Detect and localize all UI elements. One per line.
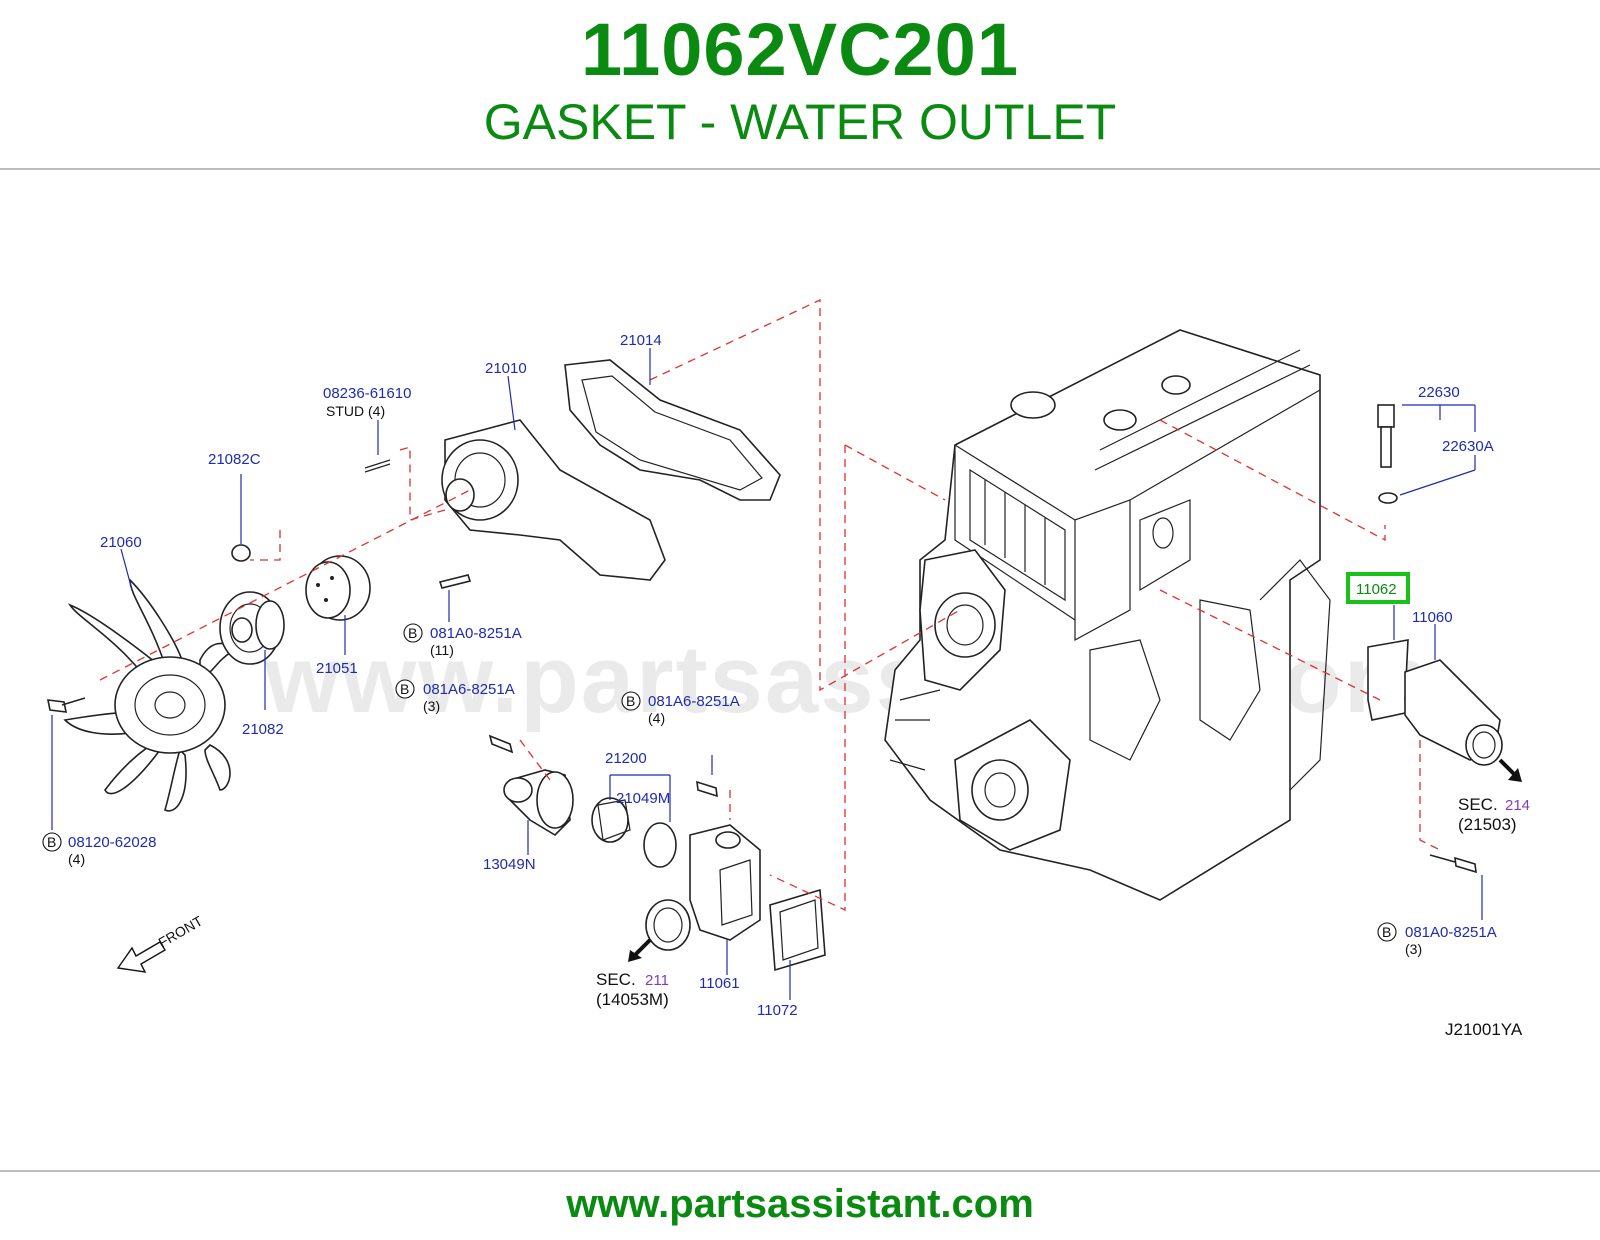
label-21049m[interactable]: 21049M — [616, 790, 670, 807]
label-21082c[interactable]: 21082C — [208, 451, 261, 468]
cooling-fan-drawing — [63, 578, 237, 812]
engine-block-drawing — [884, 329, 1331, 901]
water-outlet-rear-drawing — [1404, 659, 1503, 766]
pump-gasket-drawing — [564, 359, 781, 501]
water-pump-drawing — [441, 419, 666, 581]
bolt-081a0-drawing — [438, 574, 472, 589]
label-qty-4b: (4) — [68, 851, 85, 867]
label-21010[interactable]: 21010 — [485, 360, 527, 377]
footer-url[interactable]: www.partsassistant.com — [566, 1182, 1034, 1226]
water-outlet-gasket-drawing — [1367, 639, 1412, 721]
pump-gasket-inner — [581, 375, 763, 491]
page-header: 11062VC201 GASKET - WATER OUTLET — [0, 0, 1600, 168]
water-inlet-drawing — [503, 769, 574, 837]
label-21051[interactable]: 21051 — [316, 660, 358, 677]
b-circle-4 — [42, 832, 62, 852]
part-name-subtitle: GASKET - WATER OUTLET — [483, 94, 1117, 150]
label-081a6-8251a-4[interactable]: 081A6-8251A — [648, 693, 740, 710]
footer-divider — [0, 1170, 1600, 1172]
label-22630[interactable]: 22630 — [1418, 384, 1460, 401]
thermostat-seal-drawing — [643, 822, 677, 868]
label-11072[interactable]: 11072 — [757, 1002, 798, 1019]
fan-clutch-drawing — [219, 591, 285, 665]
arrow-sec211-head — [628, 950, 642, 962]
label-08120-62028[interactable]: 08120-62028 — [68, 834, 156, 851]
label-22630a[interactable]: 22630A — [1442, 438, 1494, 455]
label-21082[interactable]: 21082 — [242, 721, 284, 738]
leader-lines — [51, 348, 1483, 1000]
arrow-sec211 — [633, 938, 652, 957]
b-circle-3 — [621, 691, 641, 711]
nut-21082c-drawing — [231, 544, 251, 562]
label-11061[interactable]: 11061 — [699, 975, 740, 992]
bolt-081a6-4-drawing — [696, 780, 718, 798]
label-sec-211-prefix: SEC. — [596, 970, 636, 989]
b-marker-5: B — [1382, 924, 1391, 940]
label-11062-highlighted[interactable]: 11062 — [1356, 581, 1397, 598]
arrow-sec214 — [1498, 758, 1517, 777]
stud-drawing — [364, 459, 391, 473]
figure-code: J21001YA — [1445, 1020, 1523, 1039]
label-13049n[interactable]: 13049N — [483, 856, 536, 873]
part-number-title: 11062VC201 — [581, 8, 1019, 91]
temperature-sensor-drawing — [1377, 404, 1398, 504]
b-circle-2 — [395, 679, 415, 699]
label-21200[interactable]: 21200 — [605, 750, 647, 767]
label-sec-214-prefix: SEC. — [1458, 795, 1498, 814]
label-qty-11: (11) — [430, 642, 454, 658]
label-sec-211[interactable]: 211 — [645, 972, 669, 989]
label-sec-214[interactable]: 214 — [1505, 797, 1530, 814]
label-stud-qty: STUD (4) — [326, 403, 385, 419]
b-marker-3: B — [626, 693, 635, 709]
parts-diagram: www.partsassistant.com — [0, 170, 1600, 1170]
front-direction-indicator: FRONT — [116, 912, 206, 973]
bolt-08120-drawing — [46, 697, 86, 713]
label-qty-4a: (4) — [648, 710, 665, 726]
arrow-sec214-head — [1508, 768, 1522, 782]
b-circle-5 — [1377, 922, 1397, 942]
pulley-drawing — [305, 555, 371, 621]
gasket-11072-inner — [779, 899, 819, 961]
b-circle-1 — [403, 623, 423, 643]
label-081a0-8251a-11[interactable]: 081A0-8251A — [430, 625, 522, 642]
label-081a6-8251a-3[interactable]: 081A6-8251A — [423, 681, 515, 698]
label-qty-3b: (3) — [1405, 941, 1422, 957]
label-11060[interactable]: 11060 — [1412, 609, 1453, 626]
highlight-box-11062 — [1346, 572, 1410, 604]
front-label: FRONT — [156, 912, 206, 950]
header-divider — [0, 168, 1600, 170]
label-08236-61610[interactable]: 08236-61610 — [323, 385, 411, 402]
label-sec-214-sub: (21503) — [1458, 815, 1517, 834]
bolt-081a6-3-drawing — [488, 734, 514, 754]
b-marker-4: B — [47, 834, 56, 850]
b-marker-2: B — [400, 681, 409, 697]
water-outlet-front-drawing — [645, 824, 761, 951]
bolt-081a0-3-drawing — [1429, 854, 1477, 874]
label-21014[interactable]: 21014 — [620, 332, 662, 349]
label-sec-211-sub: (14053M) — [596, 990, 669, 1009]
assembly-lines — [99, 298, 1441, 912]
label-081a0-8251a-3[interactable]: 081A0-8251A — [1405, 924, 1497, 941]
parts-diagram-svg: www.partsassistant.com — [42, 298, 1530, 1039]
label-21060[interactable]: 21060 — [100, 534, 142, 551]
b-marker-1: B — [408, 625, 417, 641]
label-qty-3a: (3) — [423, 698, 440, 714]
